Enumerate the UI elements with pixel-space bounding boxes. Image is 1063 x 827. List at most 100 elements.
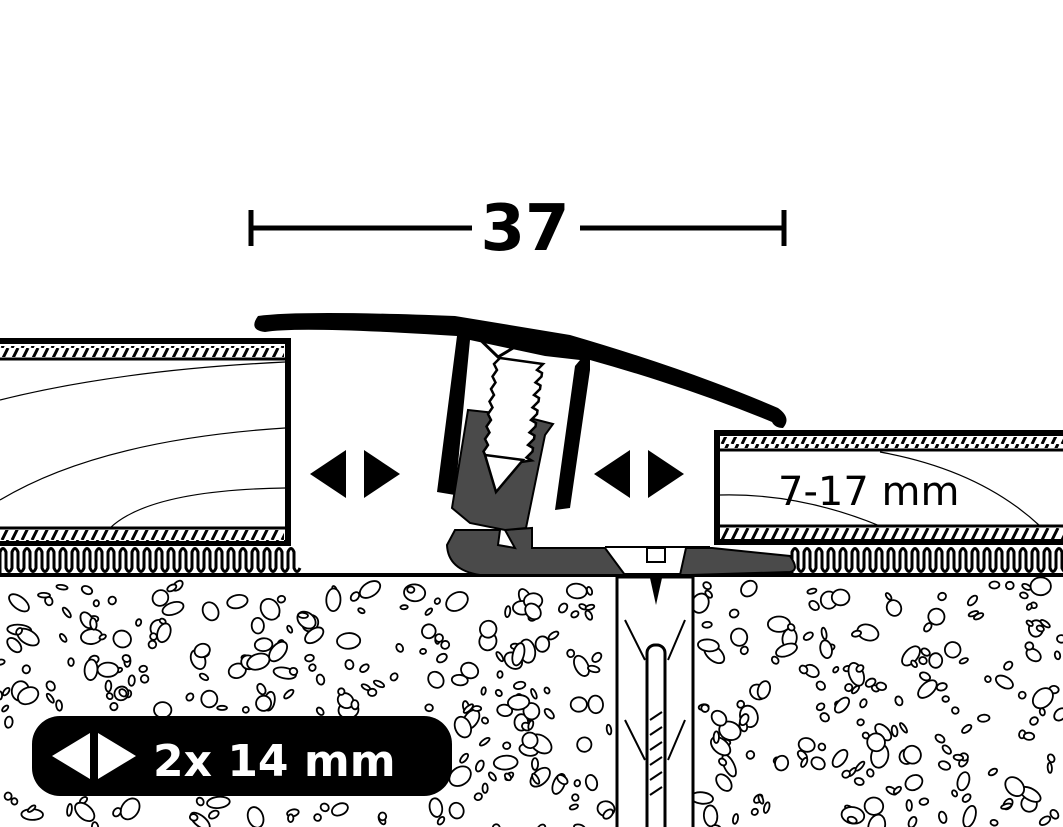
pebble xyxy=(573,823,586,827)
adjustment-range-badge: 2x 14 mm xyxy=(32,716,452,796)
pebble xyxy=(1046,753,1056,764)
pebble xyxy=(702,804,719,827)
pebble xyxy=(349,591,361,602)
pebble xyxy=(961,793,972,803)
pebble xyxy=(424,607,434,616)
pebble xyxy=(494,689,503,697)
pebble xyxy=(728,608,740,619)
pebble xyxy=(436,652,448,664)
pebble xyxy=(762,801,771,814)
pebble xyxy=(1005,580,1015,591)
pebble xyxy=(573,654,590,677)
pebble xyxy=(496,670,504,679)
pebble xyxy=(193,642,211,659)
pebble xyxy=(565,582,588,600)
pebble xyxy=(941,695,950,703)
pebble xyxy=(521,731,539,749)
pebble xyxy=(844,683,854,693)
pebble xyxy=(587,694,604,715)
pebble xyxy=(918,671,932,682)
pebble xyxy=(1,704,10,713)
pebble xyxy=(315,673,326,686)
pebble xyxy=(866,768,875,778)
pebble xyxy=(241,705,250,714)
pebble xyxy=(259,597,281,621)
pebble xyxy=(474,759,485,773)
pebble xyxy=(188,813,199,822)
pebble xyxy=(45,680,56,692)
pebble xyxy=(697,638,720,653)
pebble xyxy=(3,791,13,801)
pebble xyxy=(315,706,325,716)
width-dimension-label: 37 xyxy=(480,192,569,266)
pebble xyxy=(478,736,491,747)
pebble xyxy=(98,633,107,641)
pebble xyxy=(283,688,295,700)
pebble xyxy=(851,629,862,638)
right-adjustment-arrows-icon xyxy=(594,450,684,498)
pebble xyxy=(4,715,14,729)
pebble xyxy=(276,594,287,604)
pebble xyxy=(319,802,330,813)
pebble xyxy=(958,657,969,665)
pebble xyxy=(286,624,294,634)
pebble xyxy=(358,580,382,599)
pebble xyxy=(325,587,342,612)
pebble xyxy=(534,635,551,653)
pebble xyxy=(802,631,814,641)
pebble xyxy=(756,680,772,700)
pebble xyxy=(989,818,999,827)
pebble xyxy=(445,591,469,612)
pebble xyxy=(90,821,100,827)
pebble xyxy=(817,742,827,752)
pebble xyxy=(480,716,490,725)
pebble xyxy=(806,587,818,595)
pebble xyxy=(987,767,998,777)
pebble xyxy=(917,679,938,699)
pebble xyxy=(448,801,465,820)
pebble xyxy=(403,583,427,603)
pebble xyxy=(935,682,948,692)
pebble xyxy=(920,647,931,657)
pebble xyxy=(1021,582,1032,591)
pebble xyxy=(1004,776,1025,797)
pebble xyxy=(715,773,733,792)
pebble xyxy=(910,659,918,669)
pebble xyxy=(587,664,601,674)
width-dimension: 37 xyxy=(248,192,787,266)
pebble xyxy=(503,772,512,782)
pebble xyxy=(105,692,114,701)
pebble xyxy=(208,809,220,820)
pebble xyxy=(118,688,128,698)
pebble xyxy=(304,626,325,645)
pebble xyxy=(10,797,19,806)
pebble xyxy=(557,602,569,614)
pebble xyxy=(875,681,888,691)
pebble xyxy=(884,592,893,601)
pebble xyxy=(424,703,434,713)
pebble xyxy=(250,617,265,635)
pebble xyxy=(297,611,309,619)
pebble xyxy=(775,642,798,658)
pebble xyxy=(750,807,759,816)
pebble xyxy=(433,597,441,605)
pebble xyxy=(927,607,946,626)
pebble xyxy=(943,641,962,659)
pebble xyxy=(1035,624,1045,633)
pebble xyxy=(359,663,370,673)
pebble xyxy=(185,692,195,702)
pebble xyxy=(819,712,830,723)
pebble xyxy=(200,689,219,709)
pebble xyxy=(491,823,501,827)
pebble xyxy=(853,777,865,786)
pebble xyxy=(937,810,948,824)
pebble xyxy=(1025,603,1033,611)
pebble xyxy=(907,816,918,827)
pebble xyxy=(770,655,780,665)
pebble xyxy=(833,696,851,714)
left-floor-board xyxy=(0,338,291,546)
pebble xyxy=(740,579,758,598)
right-floor-board xyxy=(714,430,1063,545)
pebble xyxy=(973,612,985,621)
